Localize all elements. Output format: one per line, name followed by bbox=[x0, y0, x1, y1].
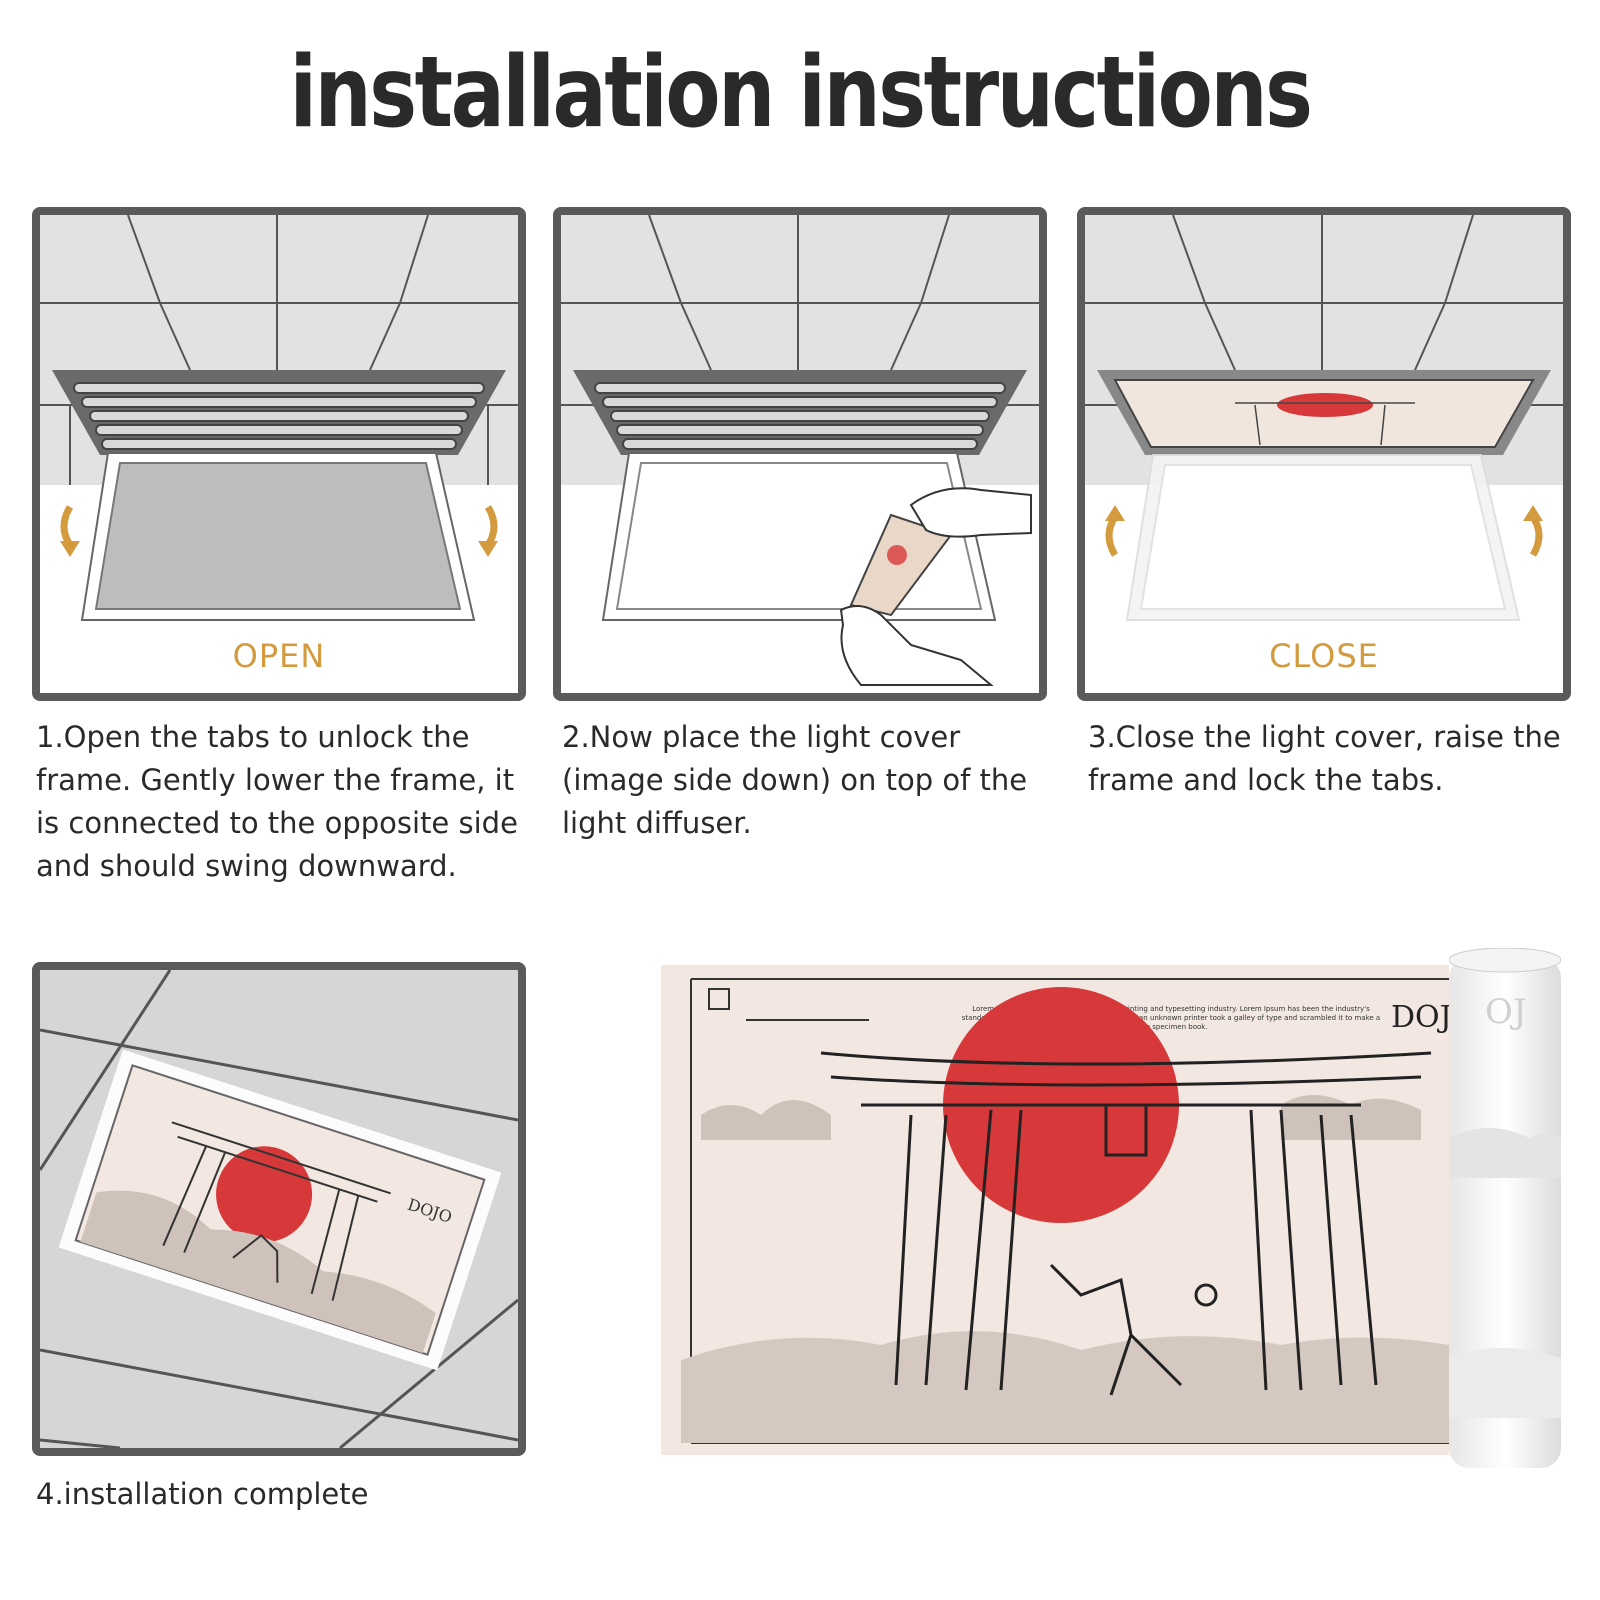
rolled-cover: OJ bbox=[1449, 948, 1561, 1478]
step-2-illustration bbox=[553, 207, 1047, 701]
dojo-poster-art: DOJO Lorem Ipsum is simply dummy text of… bbox=[661, 965, 1449, 1455]
page-title: installation instructions bbox=[289, 36, 1313, 150]
rolled-cover-art: OJ bbox=[1449, 948, 1561, 1468]
step-3-illustration: CLOSE bbox=[1077, 207, 1571, 701]
poster-preview: DOJO Lorem Ipsum is simply dummy text of… bbox=[661, 965, 1449, 1455]
step-1-illustration: OPEN bbox=[32, 207, 526, 701]
ceiling-open-illustration bbox=[40, 215, 518, 693]
ceiling-place-cover-illustration bbox=[561, 215, 1039, 693]
installed-cover-illustration: DOJO bbox=[40, 970, 518, 1448]
ceiling-close-illustration bbox=[1085, 215, 1563, 693]
open-label: OPEN bbox=[232, 637, 326, 675]
step-1-caption: 1.Open the tabs to unlock the frame. Gen… bbox=[36, 720, 518, 883]
step-4-caption: 4.installation complete bbox=[36, 1477, 369, 1511]
poster-body-text: Lorem Ipsum is simply dummy text of the … bbox=[961, 1005, 1381, 1031]
step-2-caption: 2.Now place the light cover (image side … bbox=[562, 720, 1028, 840]
dojo-brand: DOJO bbox=[1391, 1000, 1449, 1035]
step-3-caption: 3.Close the light cover, raise the frame… bbox=[1088, 720, 1561, 797]
step-4-illustration: DOJO bbox=[32, 962, 526, 1456]
close-label: CLOSE bbox=[1269, 637, 1379, 675]
roll-brand-fragment: OJ bbox=[1485, 992, 1527, 1032]
